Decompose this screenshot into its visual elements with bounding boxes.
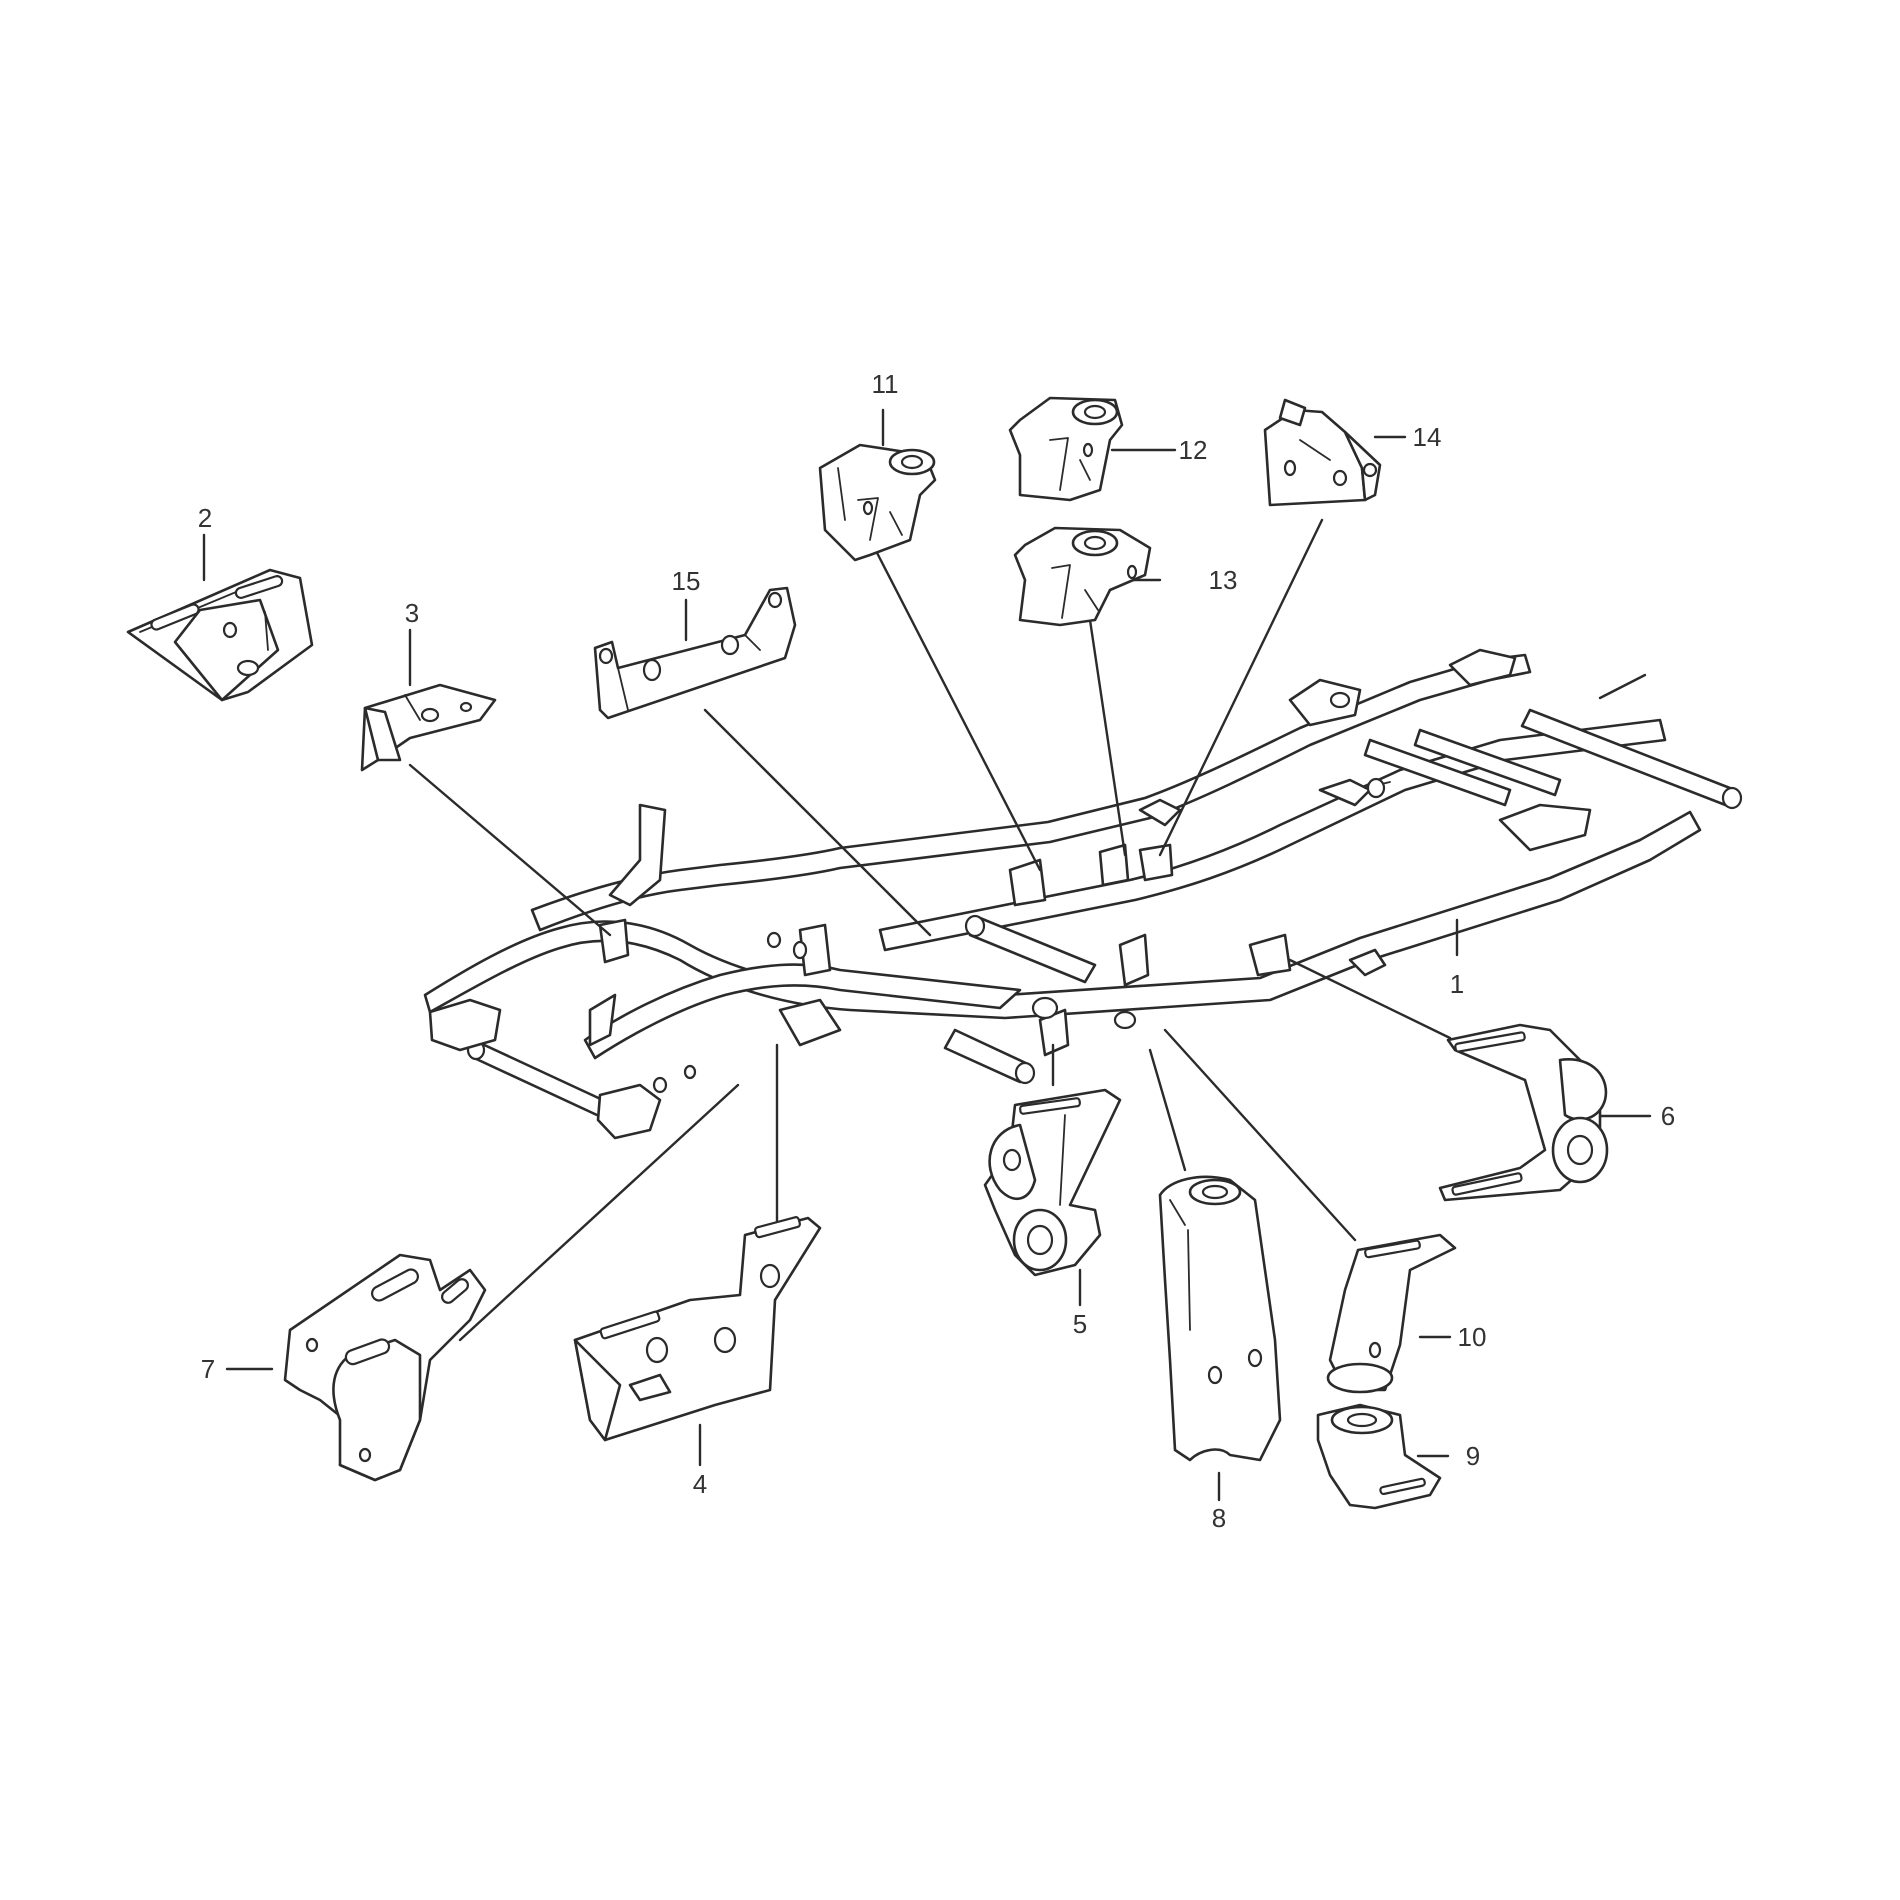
callout-3: 3	[405, 598, 419, 628]
part-10-mount	[1326, 1233, 1457, 1394]
part-15-crossmember-bracket	[593, 586, 797, 720]
callout-13: 13	[1209, 565, 1238, 595]
callout-2: 2	[198, 503, 212, 533]
callout-12: 12	[1179, 435, 1208, 465]
part-13-spring-hanger	[1013, 526, 1152, 627]
callout-labels: 1 2 3 4 5 6 7 8 9 10 11 12 13 14 15	[198, 369, 1675, 1533]
leader-lines	[202, 408, 1652, 1502]
callout-7: 7	[201, 1354, 215, 1384]
callout-11: 11	[872, 369, 899, 399]
part-9-mount-base	[1316, 1403, 1442, 1510]
chassis-frame	[423, 648, 1743, 1140]
callout-14: 14	[1413, 422, 1442, 452]
callout-5: 5	[1073, 1309, 1087, 1339]
part-4-bracket	[573, 1216, 822, 1442]
part-11-spring-hanger	[818, 443, 937, 562]
part-7-bracket	[283, 1253, 487, 1482]
part-2-mount-plate	[126, 568, 314, 702]
part-14-bracket	[1263, 398, 1382, 507]
part-5-engine-mount	[983, 1088, 1122, 1277]
part-3-bracket	[360, 683, 497, 772]
callout-15: 15	[672, 566, 701, 596]
part-12-spring-hanger	[1008, 396, 1124, 502]
part-8-support-arm	[1158, 1175, 1282, 1462]
callout-10: 10	[1458, 1322, 1487, 1352]
callout-6: 6	[1661, 1101, 1675, 1131]
callout-8: 8	[1212, 1503, 1226, 1533]
part-6-engine-mount	[1438, 1023, 1609, 1202]
callout-9: 9	[1466, 1441, 1480, 1471]
callout-4: 4	[693, 1469, 707, 1499]
callout-1: 1	[1450, 969, 1464, 999]
